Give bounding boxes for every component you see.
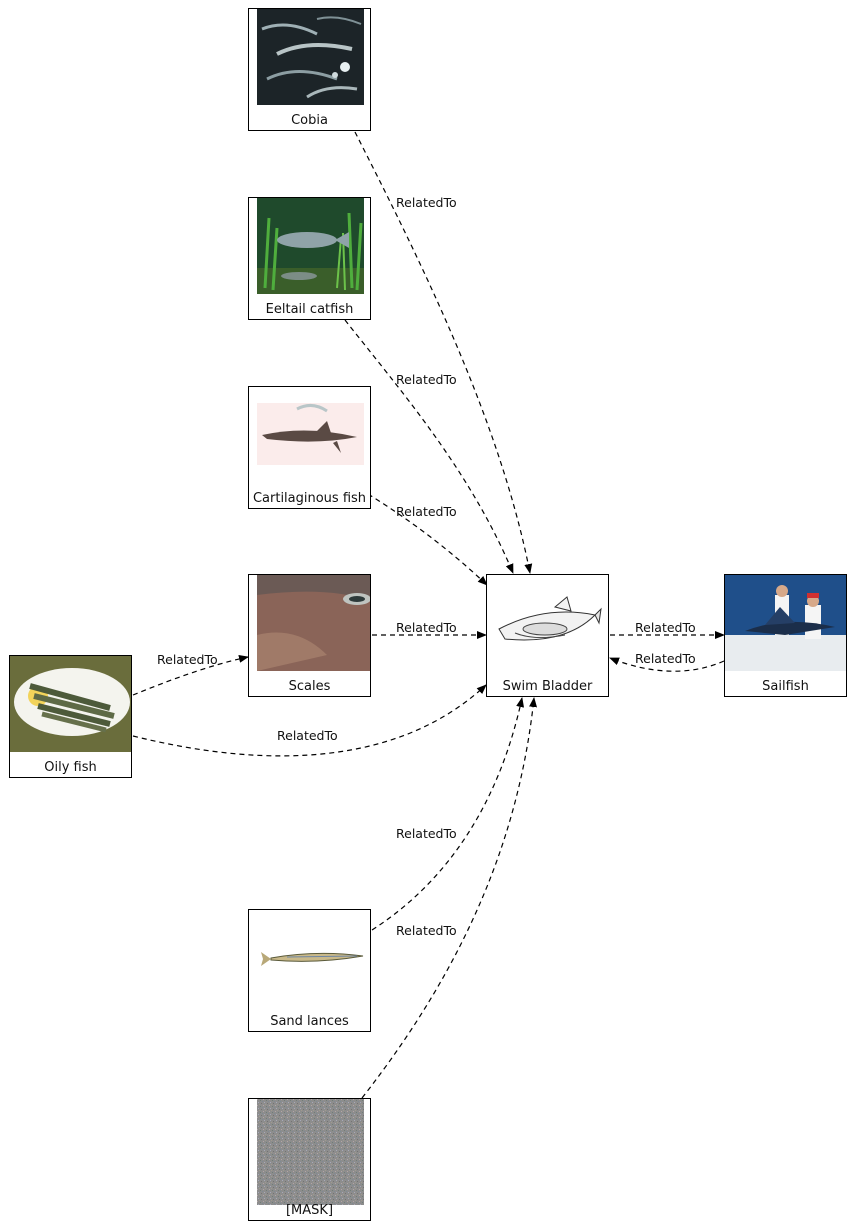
sand-lances-image bbox=[257, 910, 364, 1006]
node-scales[interactable]: Scales bbox=[248, 574, 371, 697]
node-cobia[interactable]: Cobia bbox=[248, 8, 371, 131]
node-label: [MASK] bbox=[285, 1203, 334, 1218]
edge-label: RelatedTo bbox=[396, 195, 457, 210]
node-cartilaginous-fish[interactable]: Cartilaginous fish bbox=[248, 386, 371, 509]
edge-label: RelatedTo bbox=[396, 923, 457, 938]
node-label: Cobia bbox=[291, 113, 328, 128]
sailfish-image bbox=[725, 575, 846, 671]
edge-label: RelatedTo bbox=[635, 651, 696, 666]
edge-label: RelatedTo bbox=[157, 652, 218, 667]
edge-eeltail-swim bbox=[344, 319, 514, 574]
edge-label: RelatedTo bbox=[396, 826, 457, 841]
edge-sailfish-swim bbox=[609, 657, 725, 672]
node-swim-bladder[interactable]: Swim Bladder bbox=[486, 574, 609, 697]
node-label: Oily fish bbox=[44, 760, 97, 775]
edge-label: RelatedTo bbox=[635, 620, 696, 635]
eeltail-catfish-image bbox=[257, 198, 364, 294]
edge-sandlances-swim bbox=[371, 697, 525, 931]
node-label: Scales bbox=[288, 679, 331, 694]
cobia-image bbox=[257, 9, 364, 105]
node-sailfish[interactable]: Sailfish bbox=[724, 574, 847, 697]
edge-label: RelatedTo bbox=[396, 620, 457, 635]
edge-label: RelatedTo bbox=[396, 504, 457, 519]
node-mask[interactable]: [MASK] bbox=[248, 1098, 371, 1221]
node-label: Swim Bladder bbox=[502, 679, 593, 694]
swim-bladder-image bbox=[495, 575, 602, 671]
edge-cartilaginous-swim bbox=[367, 493, 488, 586]
node-eeltail-catfish[interactable]: Eeltail catfish bbox=[248, 197, 371, 320]
edge-mask-swim bbox=[361, 697, 538, 1099]
node-label: Sand lances bbox=[270, 1014, 349, 1029]
edge-oily-scales bbox=[132, 654, 249, 696]
oily-fish-image bbox=[10, 656, 131, 752]
node-oily-fish[interactable]: Oily fish bbox=[9, 655, 132, 778]
node-label: Sailfish bbox=[762, 679, 809, 694]
mask-noise-image bbox=[257, 1099, 364, 1205]
edge-oily-swim bbox=[132, 684, 487, 757]
cartilaginous-fish-image bbox=[257, 387, 364, 483]
node-label: Cartilaginous fish bbox=[252, 491, 367, 506]
edge-label: RelatedTo bbox=[277, 728, 338, 743]
node-sand-lances[interactable]: Sand lances bbox=[248, 909, 371, 1032]
edge-label: RelatedTo bbox=[396, 372, 457, 387]
node-label: Eeltail catfish bbox=[265, 302, 354, 317]
scales-image bbox=[257, 575, 370, 671]
